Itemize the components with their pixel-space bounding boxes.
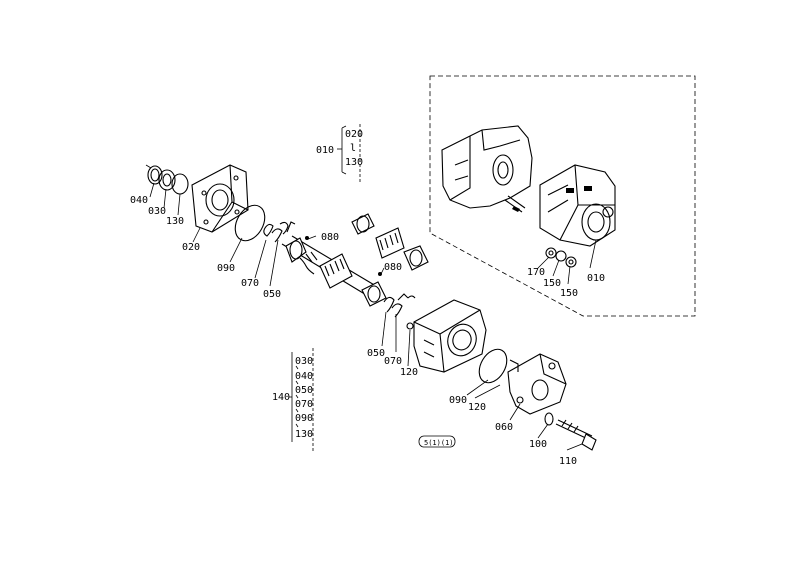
label-070-right: 070 [384, 356, 402, 367]
gear-shaft-assembly [281, 213, 429, 307]
label-080-top: 080 [321, 232, 339, 243]
kit-bracket-bottom: 140 030 040 050 070 090 130 [272, 348, 314, 452]
o-ring-right [478, 348, 508, 384]
label-170: 170 [527, 267, 545, 278]
label-070-left: 070 [241, 278, 259, 289]
seal-clips-right [383, 293, 416, 318]
rear-cover [507, 353, 567, 415]
diagram-stamp: 5(1)(1) [418, 435, 456, 448]
kit-bottom-item-1: 040 [295, 371, 313, 382]
kit-bottom-item-4: 090 [295, 413, 313, 424]
kit-bottom-item-2: 050 [295, 385, 313, 396]
kit-top-separator: l [350, 143, 356, 154]
pump-body [406, 299, 487, 373]
label-120-left: 120 [400, 367, 418, 378]
label-090-right: 090 [449, 395, 467, 406]
washer-and-bolt [544, 412, 597, 451]
label-020: 020 [182, 242, 200, 253]
label-010-right: 010 [587, 273, 605, 284]
label-080-mid: 080 [384, 262, 402, 273]
label-050-left: 050 [263, 289, 281, 300]
label-120-right: 120 [468, 402, 486, 413]
kit-bottom-item-0: 030 [295, 356, 313, 367]
o-ring-left [234, 204, 266, 242]
stamp-text: 5(1)(1) [424, 439, 454, 447]
kit-top-item-0: 020 [345, 129, 363, 140]
ring-seals-left [145, 164, 189, 195]
label-150-b: 150 [560, 288, 578, 299]
part-labels: 040 030 130 020 090 070 050 080 080 050 … [130, 195, 605, 467]
assembly-inset-box [429, 75, 696, 317]
kit-bottom-ref: 140 [272, 392, 290, 403]
label-040-left: 040 [130, 195, 148, 206]
label-090-left: 090 [217, 263, 235, 274]
label-100: 100 [529, 439, 547, 450]
label-050-right: 050 [367, 348, 385, 359]
label-030-left: 030 [148, 206, 166, 217]
kit-top-item-1: 130 [345, 157, 363, 168]
label-110: 110 [559, 456, 577, 467]
label-150-a: 150 [543, 278, 561, 289]
label-130-left: 130 [166, 216, 184, 227]
kit-bottom-item-5: 130 [295, 429, 313, 440]
leader-lines [149, 182, 597, 451]
kit-bracket-top: 010 020 l 130 [316, 124, 363, 182]
seal-clips-left [263, 221, 296, 243]
label-060: 060 [495, 422, 513, 433]
kit-top-ref: 010 [316, 145, 334, 156]
kit-bottom-item-3: 070 [295, 399, 313, 410]
assembled-pump-illustration [441, 125, 616, 268]
flange-plate [191, 164, 249, 233]
